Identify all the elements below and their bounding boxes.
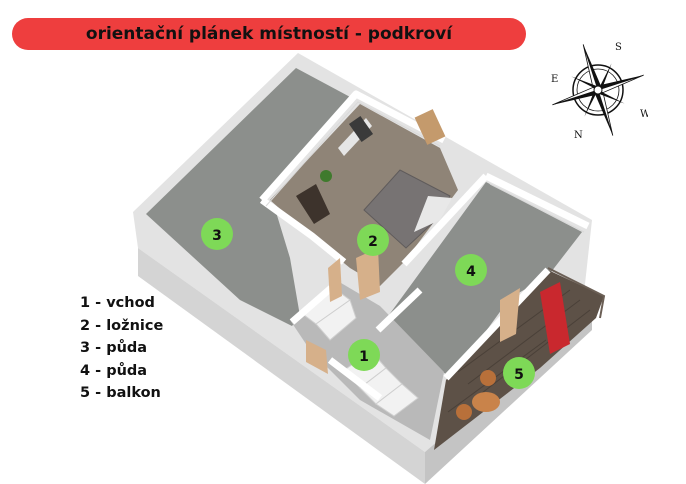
balcony-chair-1 — [456, 404, 472, 420]
room-marker-2: 2 — [357, 224, 389, 256]
room-legend: 1 - vchod 2 - ložnice 3 - půda 4 - půda … — [80, 292, 163, 405]
room-number-4: 4 — [466, 264, 476, 280]
room-marker-4: 4 — [455, 254, 487, 286]
sun-lounger — [540, 282, 570, 354]
compass-rose-icon: S W N E — [551, 42, 648, 138]
balcony-table — [472, 392, 500, 412]
plan-outer-wall-front — [138, 248, 425, 484]
plant — [320, 170, 332, 182]
tv — [348, 115, 374, 143]
attic-door-left — [328, 258, 342, 302]
plan-title: orientační plánek místností - podkroví — [85, 24, 453, 44]
room-marker-1: 1 — [348, 339, 380, 371]
room-number-1: 1 — [359, 349, 369, 365]
balcony-door — [500, 288, 520, 342]
compass-letter-s: S — [615, 42, 622, 53]
compass-letter-n: N — [574, 130, 583, 138]
balcony-chair-2 — [480, 370, 496, 386]
room-number-5: 5 — [514, 367, 524, 383]
entry-door — [306, 340, 328, 374]
legend-item: 3 - půda — [80, 340, 148, 356]
legend-item: 2 - ložnice — [80, 317, 164, 334]
legend-item: 4 - půda — [80, 362, 148, 379]
legend-item: 5 - balkon — [80, 385, 161, 401]
compass-letter-w: W — [640, 109, 648, 120]
desk — [296, 184, 330, 224]
legend-item: 1 - vchod — [80, 295, 155, 311]
room-marker-3: 3 — [201, 218, 233, 250]
room-marker-5: 5 — [503, 357, 535, 389]
room-number-3: 3 — [212, 228, 222, 244]
room-3-floor — [146, 68, 352, 326]
window — [414, 109, 446, 145]
interior-wall-edges — [265, 101, 585, 233]
balcony-railing — [547, 267, 606, 319]
title-banner: orientační plánek místností - podkroví — [12, 18, 526, 50]
compass-letter-e: E — [551, 74, 558, 85]
bedroom-door — [356, 248, 380, 300]
room-number-2: 2 — [368, 234, 378, 250]
bed-pillows — [414, 196, 452, 232]
